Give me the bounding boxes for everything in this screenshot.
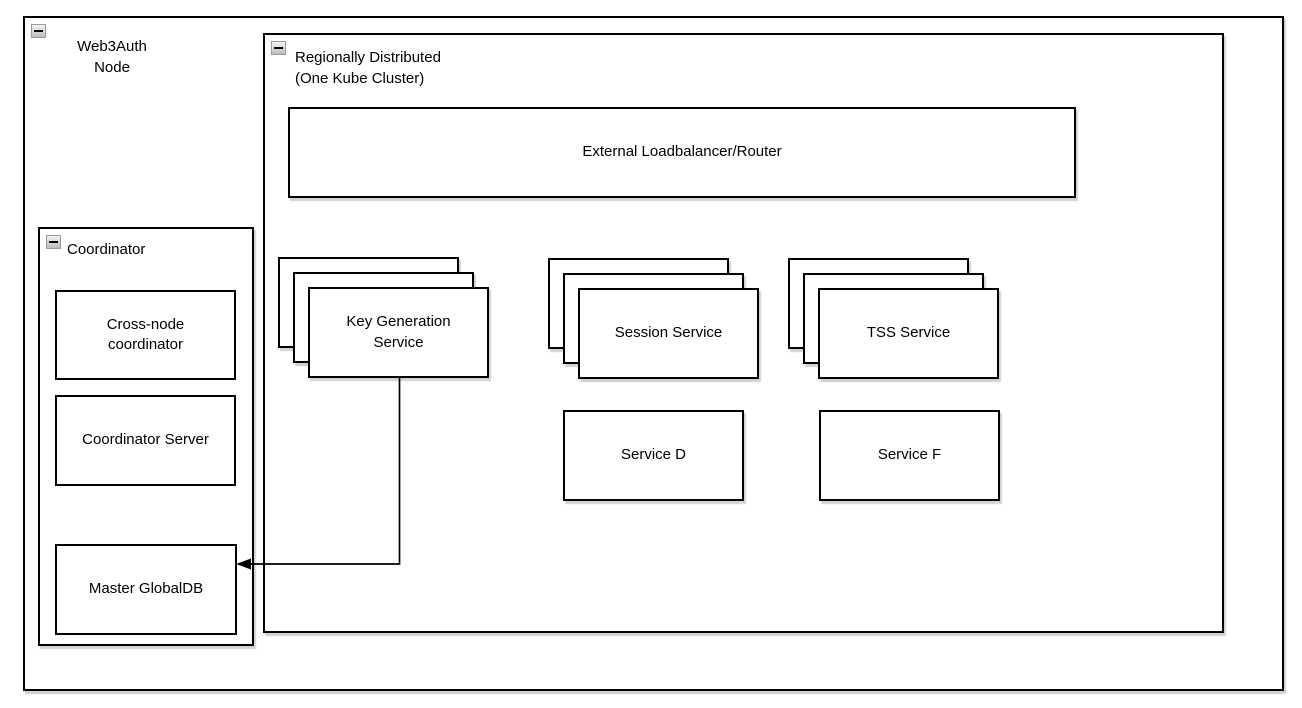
service-f-label: Service F (877, 446, 942, 464)
stack-session-service: Session Service (548, 258, 760, 380)
key-generation-service-label: Key Generation Service (346, 313, 451, 351)
cross-node-coordinator-label: Cross-node coordinator (106, 315, 185, 353)
minus-icon (274, 47, 283, 49)
minus-icon (49, 241, 58, 243)
minus-icon (34, 30, 43, 32)
web3auth-node-label: Web3Auth Node (77, 38, 147, 76)
master-globaldb-label: Master GlobalDB (88, 580, 204, 598)
node-service-f[interactable]: Service F (819, 410, 1000, 501)
stack-tss-service: TSS Service (788, 258, 1000, 380)
tss-service-label: TSS Service (866, 324, 951, 342)
coordinator-server-label: Coordinator Server (82, 431, 209, 449)
node-external-loadbalancer[interactable]: External Loadbalancer/Router (288, 107, 1076, 198)
external-loadbalancer-label: External Loadbalancer/Router (582, 143, 782, 161)
service-d-label: Service D (620, 446, 687, 464)
collapse-minus-icon[interactable] (46, 235, 61, 249)
collapse-minus-icon[interactable] (271, 41, 286, 55)
node-session-service[interactable]: Session Service (578, 288, 759, 379)
node-tss-service[interactable]: TSS Service (818, 288, 999, 379)
stack-key-generation-service: Key Generation Service (278, 257, 490, 379)
node-service-d[interactable]: Service D (563, 410, 744, 501)
collapse-minus-icon[interactable] (31, 24, 46, 38)
node-key-generation-service[interactable]: Key Generation Service (308, 287, 489, 378)
node-coordinator-server[interactable]: Coordinator Server (55, 395, 236, 486)
node-master-globaldb[interactable]: Master GlobalDB (55, 544, 237, 635)
session-service-label: Session Service (614, 324, 723, 342)
group-coordinator[interactable]: Coordinator Cross-node coordinator Coord… (38, 227, 254, 646)
regionally-distributed-label: Regionally Distributed (One Kube Cluster… (295, 49, 441, 87)
node-cross-node-coordinator[interactable]: Cross-node coordinator (55, 290, 236, 380)
coordinator-label: Coordinator (67, 241, 146, 258)
